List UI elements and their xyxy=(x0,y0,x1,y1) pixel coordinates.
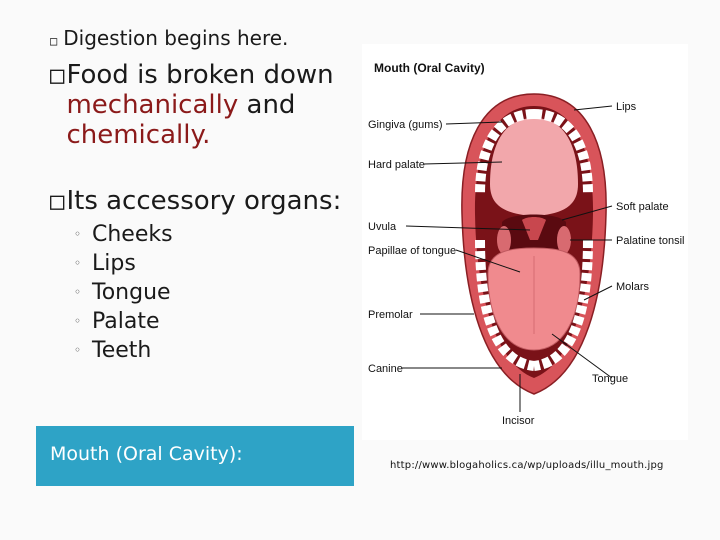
bullet-box-icon: □ xyxy=(50,61,65,89)
circle-bullet-icon: ◦ xyxy=(74,256,82,270)
food-text-chemically: chemically. xyxy=(66,120,211,150)
label-palatine-tonsil: Palatine tonsil xyxy=(616,235,685,247)
food-text-part2: and xyxy=(238,90,296,120)
organ-item: ◦ Palate xyxy=(74,307,350,336)
circle-bullet-icon: ◦ xyxy=(74,285,82,299)
organ-label: Lips xyxy=(92,251,136,276)
left-tonsil-shape xyxy=(497,226,511,254)
organ-label: Cheeks xyxy=(92,222,173,247)
source-url: http://www.blogaholics.ca/wp/uploads/ill… xyxy=(390,460,664,471)
bullet-digestion-text: Digestion begins here. xyxy=(63,26,289,50)
upper-left-teeth xyxy=(475,109,535,195)
bullet-accessory-text: Its accessory organs: xyxy=(66,186,342,216)
organ-item: ◦ Teeth xyxy=(74,336,350,365)
mouth-illustration: Mouth (Oral Cavity) xyxy=(368,61,685,427)
food-text-part1: Food is broken down xyxy=(66,60,334,90)
bullet-box-icon: □ xyxy=(50,34,58,48)
label-incisor: Incisor xyxy=(502,415,535,427)
right-tonsil-shape xyxy=(557,226,571,254)
organ-label: Palate xyxy=(92,309,160,334)
organ-item: ◦ Cheeks xyxy=(74,220,350,249)
circle-bullet-icon: ◦ xyxy=(74,314,82,328)
circle-bullet-icon: ◦ xyxy=(74,343,82,357)
bullet-accessory: □ Its accessory organs: xyxy=(50,186,350,216)
bullet-food-text: Food is broken down mechanically and che… xyxy=(66,60,350,150)
organ-label: Tongue xyxy=(92,280,171,305)
uvula-shape xyxy=(522,217,546,240)
organ-label: Teeth xyxy=(92,338,152,363)
label-molars: Molars xyxy=(616,281,650,293)
organ-item: ◦ Tongue xyxy=(74,278,350,307)
label-gingiva: Gingiva (gums) xyxy=(368,119,443,131)
label-leaders xyxy=(402,105,613,412)
label-canine: Canine xyxy=(368,363,403,375)
bullet-list: □ Digestion begins here. □ Food is broke… xyxy=(50,26,350,365)
mouth-diagram: Mouth (Oral Cavity) xyxy=(362,44,688,440)
label-hard-palate: Hard palate xyxy=(368,159,425,171)
bullet-box-icon: □ xyxy=(50,187,65,215)
label-tongue: Tongue xyxy=(592,373,628,385)
circle-bullet-icon: ◦ xyxy=(74,227,82,241)
label-soft-palate: Soft palate xyxy=(616,201,669,213)
upper-right-teeth xyxy=(533,109,593,195)
lower-right-teeth xyxy=(533,239,593,371)
diagram-title: Mouth (Oral Cavity) xyxy=(374,61,485,75)
organ-item: ◦ Lips xyxy=(74,249,350,278)
bullet-digestion: □ Digestion begins here. xyxy=(50,26,350,50)
bullet-food: □ Food is broken down mechanically and c… xyxy=(50,60,350,150)
label-papillae: Papillae of tongue xyxy=(368,245,456,257)
organ-list: ◦ Cheeks ◦ Lips ◦ Tongue ◦ Palate ◦ Teeth xyxy=(74,220,350,365)
label-lips: Lips xyxy=(616,101,637,113)
hard-palate-shape xyxy=(490,118,578,216)
label-premolar: Premolar xyxy=(368,309,413,321)
food-text-mechanically: mechanically xyxy=(66,90,239,120)
caption-bar: Mouth (Oral Cavity): xyxy=(36,426,354,486)
lower-left-teeth xyxy=(475,239,535,371)
label-uvula: Uvula xyxy=(368,221,397,233)
